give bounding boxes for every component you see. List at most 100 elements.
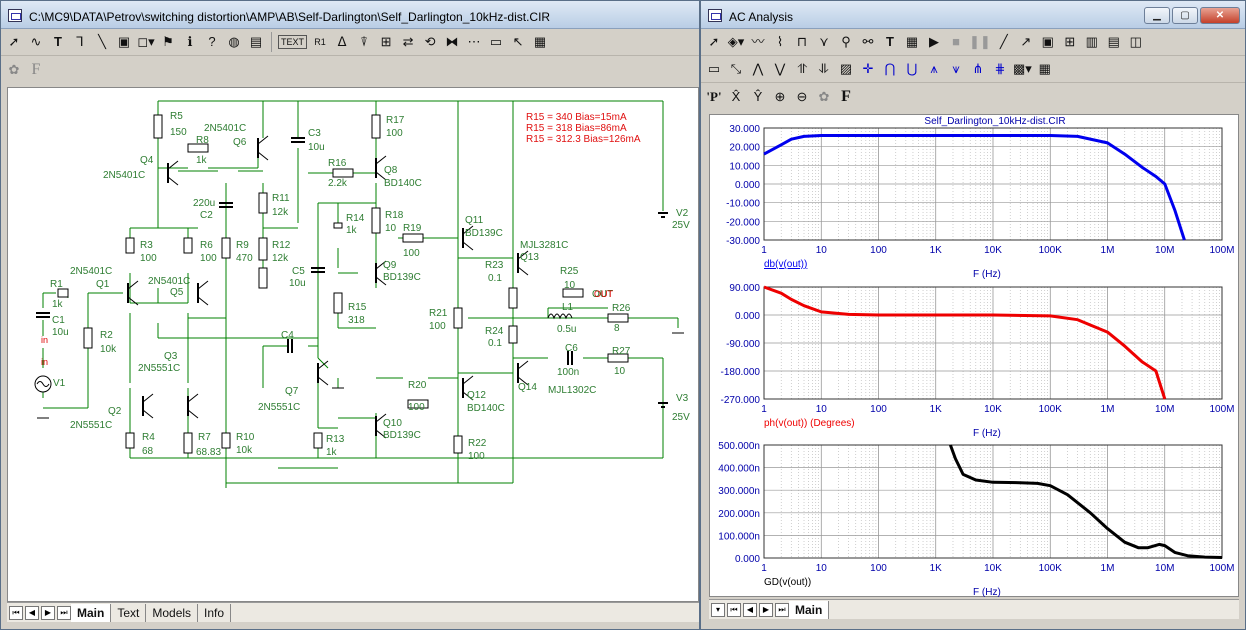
orthogonal-wire-icon[interactable]: ⅂ (76, 34, 84, 49)
text-mode-button[interactable]: TEXT (278, 35, 308, 49)
attribute-text-button[interactable]: R1 (314, 37, 326, 47)
transistor-collector (317, 360, 329, 370)
tag-icon[interactable]: ⚲ (841, 34, 851, 49)
pin-icon[interactable]: ⍒ (360, 34, 368, 49)
flag-icon[interactable]: ⚑ (162, 34, 174, 49)
resistor-symbol (221, 237, 231, 259)
zoom-out-icon[interactable]: ⊖ (796, 88, 808, 104)
mirror-icon[interactable]: ⧓ (445, 34, 459, 49)
last-page-icon[interactable]: ⏭ (57, 605, 71, 620)
info-icon[interactable]: ℹ (187, 34, 193, 49)
arrow-line-icon[interactable]: ↗ (1020, 34, 1032, 49)
select-arrow-icon[interactable]: ➚ (708, 34, 720, 49)
cursor-icon[interactable]: ✛ (862, 61, 874, 76)
next-page-icon[interactable]: ▶ (759, 602, 773, 617)
grid-fine-icon[interactable]: ▥ (1085, 34, 1098, 49)
dots-icon[interactable]: ⋯ (467, 34, 481, 49)
palette-icon[interactable]: ▩▾ (1013, 61, 1032, 76)
global-high-icon[interactable]: ⩚ (930, 61, 938, 76)
minimize-button[interactable]: ▁ (1144, 7, 1170, 24)
grid-icon[interactable]: ⊞ (380, 34, 392, 49)
y-tick-label: -20.000 (726, 217, 760, 228)
rotate-icon[interactable]: ⟲ (424, 34, 436, 49)
ac-toolbar-3: 'P' X̂ Ŷ ⊕ ⊖ ✿ F (701, 83, 1245, 110)
y-tag-icon[interactable]: Ŷ (753, 88, 763, 104)
prev-page-icon[interactable]: ◀ (25, 605, 39, 620)
horizontal-tag-icon[interactable]: ⚯ (862, 34, 874, 49)
help-icon[interactable]: ? (208, 34, 216, 49)
stepping-icon[interactable]: ⋎ (819, 34, 829, 49)
gear-icon[interactable]: ✿ (818, 88, 830, 104)
text-tool-icon[interactable]: T (54, 34, 62, 49)
layout-icon[interactable]: ◫ (1129, 34, 1142, 49)
font-icon[interactable]: F (841, 87, 851, 105)
x-tick-label: 100M (1209, 245, 1234, 256)
select-arrow-icon[interactable]: ➚ (8, 34, 20, 49)
table-icon[interactable]: ▤ (1107, 34, 1120, 49)
shape-icon[interactable]: ◈▾ (727, 34, 745, 49)
component-value: 220u (193, 198, 215, 209)
run-icon[interactable]: ▶ (929, 34, 939, 49)
curve-icon[interactable]: ⌇ (776, 34, 784, 49)
wave-icon[interactable]: 〰 (751, 34, 765, 49)
last-page-icon[interactable]: ⏭ (775, 602, 789, 617)
properties-icon[interactable]: ▦ (533, 34, 547, 49)
slope-icon[interactable]: ⤡ (730, 61, 742, 76)
close-button[interactable]: ✕ (1200, 7, 1240, 24)
transistor-collector (197, 280, 209, 290)
tab-info[interactable]: Info (198, 603, 232, 622)
high-icon[interactable]: ⥣ (797, 61, 807, 76)
next-peak-icon[interactable]: ⋂ (884, 61, 896, 76)
first-page-icon[interactable]: ⏮ (9, 605, 23, 620)
bottom-icon[interactable]: ⋕ (994, 61, 1006, 76)
global-low-icon[interactable]: ⩛ (952, 61, 960, 76)
probe-icon[interactable]: ▤ (249, 34, 263, 49)
tab-main[interactable]: Main (789, 600, 830, 619)
grid-icon[interactable]: ⊞ (1064, 34, 1076, 49)
shape-icon[interactable]: ◻▾ (137, 34, 155, 49)
wire-icon[interactable]: ∿ (30, 34, 42, 49)
text-tool-icon[interactable]: T (886, 34, 894, 49)
resistor-symbol (221, 432, 231, 449)
font-icon[interactable]: F (31, 61, 41, 78)
stop-icon[interactable]: ■ (952, 34, 960, 49)
low-icon[interactable]: ⥥ (819, 61, 829, 76)
valley-icon[interactable]: ⋁ (774, 61, 786, 76)
window-icon[interactable]: ▭ (489, 34, 503, 49)
tab-models[interactable]: Models (146, 603, 199, 622)
prev-page-icon[interactable]: ◀ (743, 602, 757, 617)
component-label: Q4 (140, 155, 154, 166)
component-value: 10 (614, 366, 626, 377)
globe-icon[interactable]: ◍ (228, 34, 240, 49)
zoom-in-icon[interactable]: ⊕ (774, 88, 786, 104)
node-numbers-icon[interactable]: ᐃ (337, 34, 347, 49)
next-valley-icon[interactable]: ⋃ (906, 61, 918, 76)
top-icon[interactable]: ⋔ (972, 61, 984, 76)
flip-icon[interactable]: ⇄ (402, 34, 414, 49)
component-value: 100 (200, 253, 217, 264)
line-icon[interactable]: ╱ (999, 34, 1008, 49)
properties-icon[interactable]: ▦ (905, 34, 919, 49)
diagonal-wire-icon[interactable]: ╲ (98, 34, 106, 49)
page-icon[interactable]: ▭ (707, 61, 721, 76)
tab-text[interactable]: Text (111, 603, 147, 622)
component-icon[interactable]: ▣ (117, 34, 131, 49)
bracket-icon[interactable]: ⊓ (796, 34, 808, 49)
chart-icon[interactable]: ▨ (839, 61, 853, 76)
dropdown-icon[interactable]: ▾ (711, 602, 725, 617)
pause-icon[interactable]: ❚❚ (969, 34, 991, 49)
table-view-icon[interactable]: ▦ (1038, 61, 1051, 76)
next-page-icon[interactable]: ▶ (41, 605, 55, 620)
x-tag-icon[interactable]: X̂ (731, 88, 741, 104)
peak-icon[interactable]: ⋀ (752, 61, 764, 76)
first-page-icon[interactable]: ⏮ (727, 602, 741, 617)
maximize-button[interactable]: ▢ (1172, 7, 1198, 24)
frame-icon[interactable]: ▣ (1041, 34, 1054, 49)
resistor-symbol (258, 192, 268, 214)
tab-main[interactable]: Main (71, 603, 112, 622)
gear-icon[interactable]: ✿ (8, 62, 20, 77)
pointer-icon[interactable]: ↖ (512, 34, 524, 49)
point-tag-icon[interactable]: 'P' (706, 88, 722, 104)
